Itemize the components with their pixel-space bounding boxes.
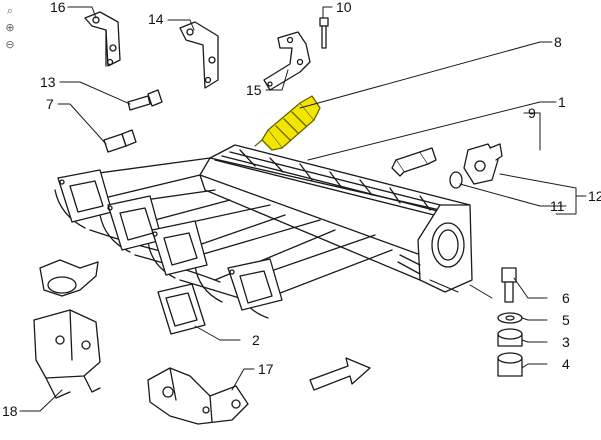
- callout-10: 10: [336, 0, 352, 15]
- stud-13: [127, 89, 163, 111]
- callout-5: 5: [562, 312, 570, 328]
- bracket-16: [84, 11, 121, 67]
- callout-16: 16: [50, 0, 66, 15]
- screw-10: [319, 17, 329, 49]
- callout-13: 13: [40, 74, 56, 90]
- callout-3: 3: [562, 334, 570, 350]
- callout-6: 6: [562, 290, 570, 306]
- intake-manifold: [54, 144, 473, 319]
- direction-arrow: [309, 357, 371, 391]
- callout-9: 9: [528, 105, 536, 121]
- callout-14: 14: [148, 11, 164, 27]
- bracket-15: [263, 31, 311, 91]
- bracket-18: [33, 259, 101, 399]
- callout-8: 8: [554, 34, 562, 50]
- magnifier-icon[interactable]: ⌕: [6, 4, 14, 17]
- zoom-in-icon[interactable]: ⊕: [5, 21, 15, 34]
- gasket-2: [157, 283, 206, 335]
- callout-15: 15: [246, 82, 262, 98]
- sensor-9: [391, 147, 437, 177]
- valve-12: [463, 143, 503, 185]
- o-ring-11: [449, 171, 463, 189]
- leader-lines: [19, 6, 587, 412]
- callout-12: 12: [588, 188, 601, 204]
- callout-17: 17: [258, 361, 274, 377]
- screw-7: [103, 129, 137, 153]
- hardware-stack: [497, 267, 523, 377]
- callout-4: 4: [562, 356, 570, 372]
- callout-7: 7: [46, 96, 54, 112]
- callout-2: 2: [252, 332, 260, 348]
- callout-1: 1: [558, 94, 566, 110]
- bracket-14: [179, 21, 219, 89]
- bracket-17: [147, 367, 249, 425]
- zoom-out-icon[interactable]: ⊖: [5, 38, 15, 51]
- callout-18: 18: [2, 403, 18, 419]
- temperature-sensor-highlighted: [254, 95, 321, 151]
- callout-11: 11: [550, 198, 565, 214]
